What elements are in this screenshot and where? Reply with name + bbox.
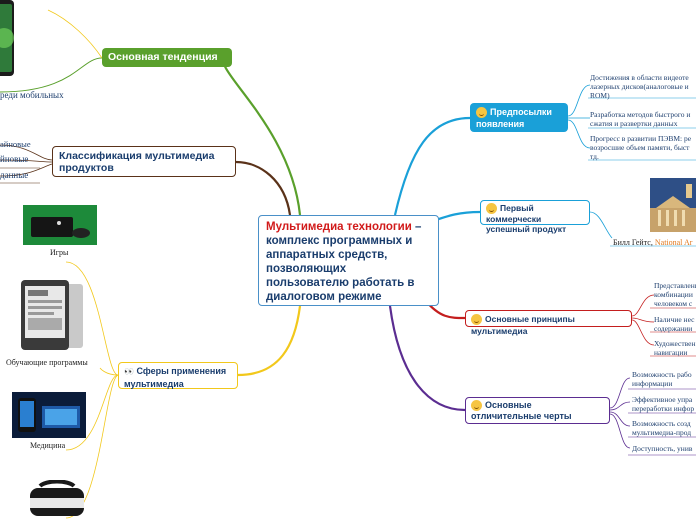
principle-item-3a: Художествен bbox=[654, 339, 696, 348]
caption-games: Игры bbox=[50, 248, 69, 257]
connector-feat-3 bbox=[609, 411, 631, 427]
connector-class-2 bbox=[0, 159, 53, 163]
class-item-2: йновые bbox=[0, 154, 29, 164]
eyes-icon: 👀 bbox=[124, 367, 134, 376]
connector-main-trend-top bbox=[47, 9, 103, 59]
connector-class-3 bbox=[0, 163, 53, 177]
edu-image bbox=[17, 280, 85, 353]
smirking-face-icon bbox=[471, 400, 482, 412]
topic-main-trend-label: Основная тенденция bbox=[108, 51, 218, 63]
prereq-item-1a: Достижения в области видеоте bbox=[590, 73, 689, 82]
connector-princ-1 bbox=[631, 294, 655, 317]
topic-applications[interactable]: 👀 Сферы применения мультимедиа bbox=[118, 362, 238, 389]
smiling-face-icon bbox=[486, 203, 497, 215]
prereq-item-2a: Разработка методов быстрого и bbox=[590, 110, 691, 119]
principle-item-3b: навигации bbox=[654, 348, 688, 357]
prereq-item-1b: лазерных дисков(аналоговые и bbox=[590, 82, 689, 91]
smartphone-image bbox=[0, 0, 16, 78]
topic-applications-label: Сферы применения мультимедиа bbox=[124, 366, 227, 389]
caption-bill-gates-text: Билл Гейтс, bbox=[613, 238, 655, 247]
feature-item-2b: переработки инфор bbox=[632, 404, 695, 413]
class-item-1: айновые bbox=[0, 139, 31, 149]
connector-app-med bbox=[65, 374, 119, 451]
connector-feat-4 bbox=[609, 413, 631, 449]
medical-device-icon bbox=[12, 392, 86, 438]
smartphone-icon bbox=[0, 0, 14, 76]
feature-item-3b: мультимедиа-прод bbox=[632, 428, 692, 437]
topic-principles[interactable]: Основные принципы мультимедиа bbox=[465, 310, 632, 336]
connector-princ-3 bbox=[631, 319, 655, 346]
topic-prerequisites-label: Предпосылки появления bbox=[476, 107, 552, 130]
connector-app-games bbox=[65, 261, 119, 376]
prereq-item-2b: сжатия и развертки данных bbox=[590, 119, 678, 128]
vr-headset-icon bbox=[30, 480, 84, 516]
topic-classification-label: Классификация мультимедиа продуктов bbox=[59, 150, 215, 174]
building-photo-icon bbox=[650, 178, 696, 232]
connector-prereq-1 bbox=[567, 84, 591, 117]
connector-prereq-3 bbox=[567, 119, 591, 149]
connector-app-edu bbox=[99, 367, 119, 376]
prereq-item-3b: возросшие объем памяти, быст bbox=[590, 143, 690, 152]
connector-prerequisites bbox=[393, 116, 471, 216]
caption-medicine: Медицина bbox=[30, 441, 66, 450]
mobile-fragment: реди мобильных bbox=[0, 90, 64, 100]
principle-item-2a: Наличие нес bbox=[654, 315, 695, 324]
national-gallery-image bbox=[650, 178, 696, 232]
feature-item-4: Доступность, унив bbox=[632, 444, 693, 453]
connector-applications bbox=[237, 305, 302, 377]
ebook-reader-icon bbox=[21, 280, 83, 350]
prereq-item-1c: ROM) bbox=[590, 91, 610, 100]
caption-edu: Обучающие программы bbox=[6, 358, 88, 367]
vr-headset-image bbox=[26, 480, 88, 520]
class-item-3: данные bbox=[0, 170, 29, 180]
games-image bbox=[23, 205, 97, 245]
topic-classification[interactable]: Классификация мультимедиа продуктов bbox=[52, 146, 236, 177]
connector-feat-2 bbox=[609, 401, 631, 411]
topic-first-product[interactable]: Первый коммерчески успешный продукт bbox=[480, 200, 590, 234]
connector-first-product-sub bbox=[589, 211, 613, 239]
topic-prerequisites[interactable]: Предпосылки появления bbox=[470, 103, 568, 132]
principle-item-1b: комбинации bbox=[654, 290, 693, 299]
thinking-face-icon bbox=[476, 107, 487, 119]
topic-main-trend[interactable]: Основная тенденция bbox=[102, 48, 232, 67]
feature-item-3a: Возможность созд bbox=[632, 419, 691, 428]
medicine-image bbox=[12, 392, 86, 438]
topic-features[interactable]: Основные отличительные черты bbox=[465, 397, 610, 424]
feature-item-2a: Эффективное упра bbox=[632, 395, 693, 404]
topic-first-product-label: Первый коммерчески успешный продукт bbox=[486, 203, 567, 235]
central-topic[interactable]: Мультимедиа технологии – комплекс програ… bbox=[258, 215, 439, 306]
grinning-face-icon bbox=[471, 314, 482, 326]
connector-features bbox=[388, 305, 466, 412]
principle-item-1a: Представлени bbox=[654, 281, 696, 290]
console-icon bbox=[23, 205, 97, 245]
feature-item-1a: Возможность рабо bbox=[632, 370, 692, 379]
connector-main-trend bbox=[222, 56, 302, 216]
connector-feat-1 bbox=[609, 377, 631, 409]
caption-national-art-link[interactable]: National Ar bbox=[654, 238, 693, 247]
connector-princ-2 bbox=[631, 317, 655, 323]
topic-principles-label: Основные принципы мультимедиа bbox=[471, 314, 575, 337]
principle-item-2b: содержании bbox=[654, 324, 693, 333]
central-title-highlight: Мультимедиа технологии bbox=[266, 221, 412, 233]
topic-features-label: Основные отличительные черты bbox=[471, 400, 572, 422]
connector-classification bbox=[235, 160, 292, 216]
prereq-item-3a: Прогресс в развитии ПЭВМ: ре bbox=[590, 134, 692, 143]
caption-bill-gates: Билл Гейтс, National Ar bbox=[613, 238, 692, 247]
central-title-rest: – комплекс программных и аппаратных сред… bbox=[266, 221, 422, 303]
principle-item-1c: человеком с bbox=[654, 299, 693, 308]
connector-class-1 bbox=[0, 144, 53, 161]
feature-item-1b: информации bbox=[632, 379, 673, 388]
connector-main-trend-left bbox=[0, 57, 103, 93]
prereq-item-3c: тд. bbox=[590, 152, 599, 161]
